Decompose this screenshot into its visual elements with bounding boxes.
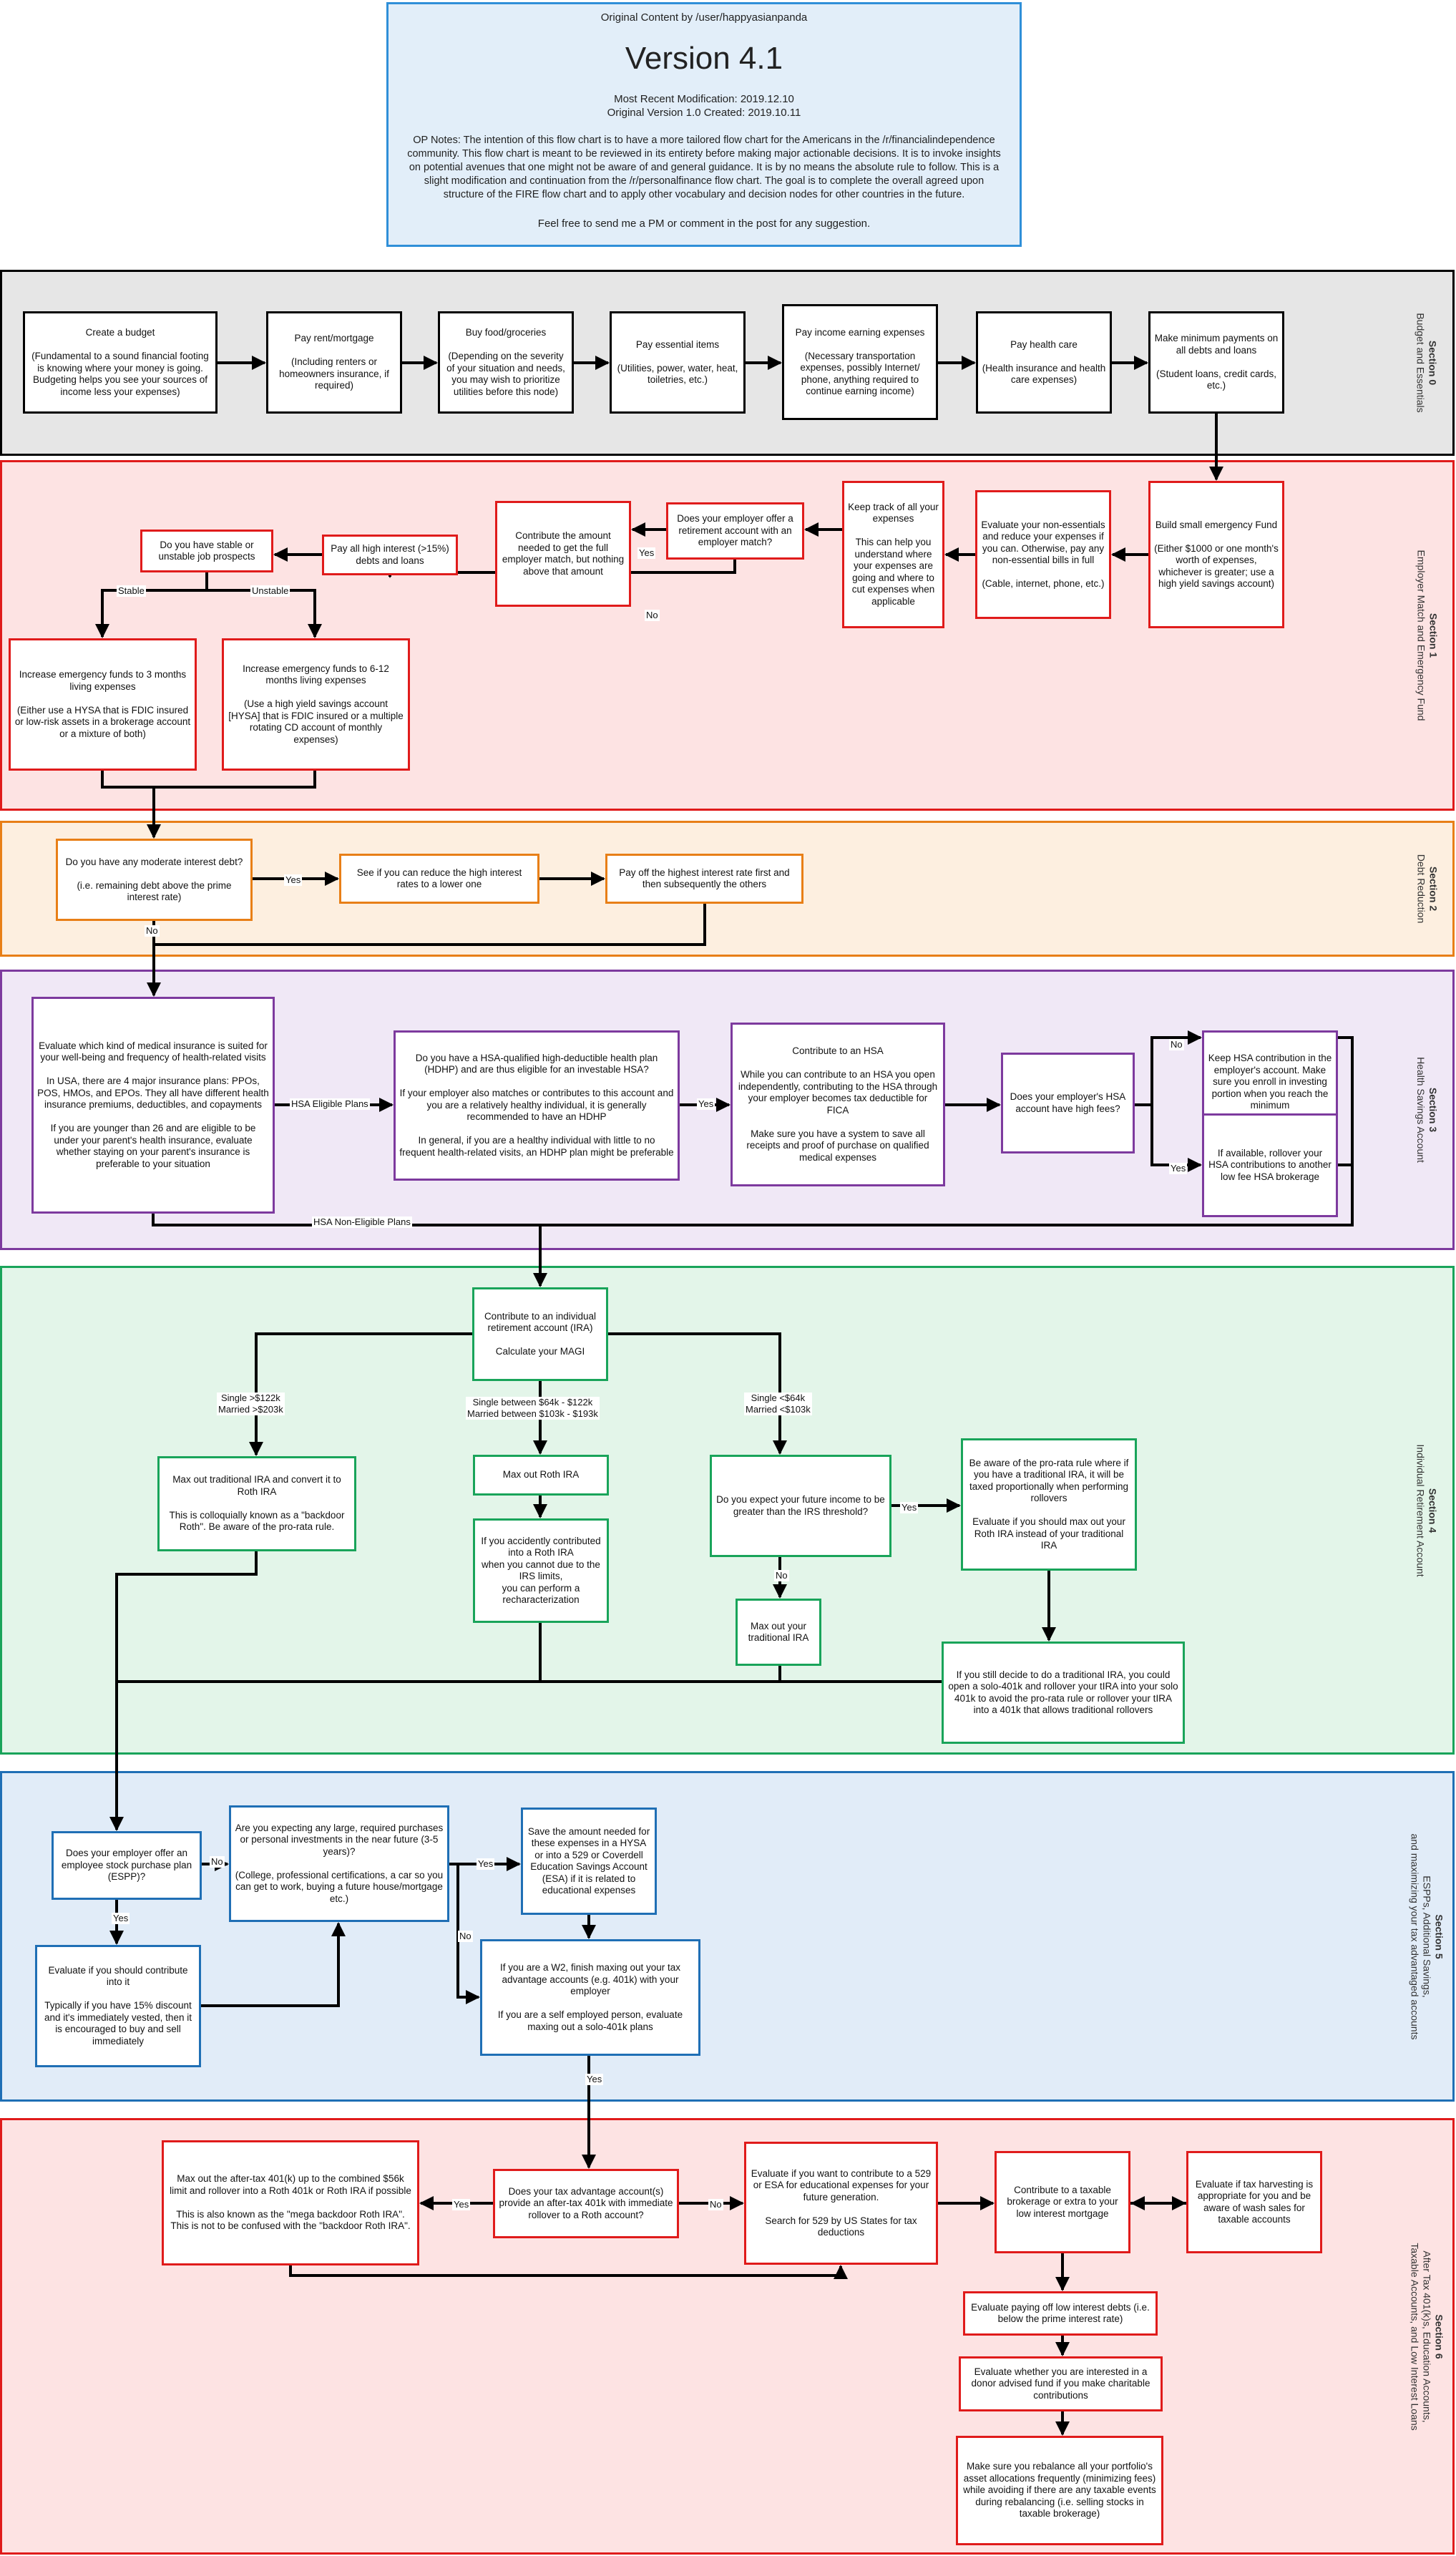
section-title: Section 4: [1427, 1488, 1439, 1533]
node-mega: Max out the after-tax 401(k) up to the c…: [162, 2140, 419, 2265]
node-ira: Contribute to an individual retirement a…: [472, 1287, 608, 1381]
node-low-interest: Evaluate paying off low interest debts (…: [963, 2291, 1158, 2336]
node-high-interest: Pay all high interest (>15%) debts and l…: [322, 535, 458, 575]
node-espp-eval: Evaluate if you should contribute into i…: [35, 1945, 201, 2067]
edge-label-no-espp: No: [210, 1856, 225, 1868]
node-harvest: Evaluate if tax harvesting is appropriat…: [1186, 2151, 1322, 2253]
node-after-tax: Does your tax advantage account(s) provi…: [493, 2169, 679, 2238]
section-subtitle: After Tax 401(k)s, Education Accounts,: [1421, 2250, 1433, 2423]
node-health: Pay health care (Health insurance and he…: [976, 311, 1112, 414]
section-title: Section 2: [1427, 866, 1440, 912]
node-small-ef: Build small emergency Fund (Either $1000…: [1148, 481, 1284, 628]
edge-label-unstable: Unstable: [250, 585, 290, 597]
edge-label-yes-employer: Yes: [637, 547, 656, 559]
node-medical-ins: Evaluate which kind of medical insurance…: [31, 997, 275, 1214]
edge-label-no-fees: No: [1169, 1039, 1184, 1050]
node-contribute-match: Contribute the amount needed to get the …: [495, 501, 631, 607]
modified-date: Most Recent Modification: 2019.12.10: [614, 93, 794, 105]
node-donor: Evaluate whether you are interested in a…: [959, 2356, 1163, 2411]
node-recharacterize: If you accidently contributed into a Rot…: [473, 1518, 609, 1623]
node-essential: Pay essential items (Utilities, power, w…: [610, 311, 746, 414]
node-reduce-rate: See if you can reduce the high interest …: [339, 854, 539, 904]
edge-label-yes-401k: Yes: [585, 2074, 604, 2085]
edge-label-no-moderate: No: [145, 925, 160, 937]
node-job-stable: Do you have stable or unstable job prosp…: [140, 530, 273, 572]
created-date: Original Version 1.0 Created: 2019.10.11: [607, 107, 801, 119]
node-espp: Does your employer offer an employee sto…: [52, 1831, 202, 1900]
section-title: Section 5: [1433, 1913, 1445, 1959]
node-track: Keep track of all your expenses This can…: [842, 481, 944, 628]
node-taxable: Contribute to a taxable brokerage or ext…: [995, 2151, 1130, 2253]
node-payoff-highest: Pay off the highest interest rate first …: [605, 854, 803, 904]
node-solo401k: If you still decide to do a traditional …: [942, 1642, 1185, 1744]
edge-label-hsa-eligible: HSA Eligible Plans: [290, 1098, 370, 1110]
node-max-401k: If you are a W2, finish maxing out your …: [480, 1939, 700, 2056]
edge-label-no-future: No: [774, 1570, 789, 1581]
node-backdoor: Max out traditional IRA and convert it t…: [157, 1456, 356, 1551]
node-future-income: Do you expect your future income to be g…: [710, 1455, 891, 1557]
node-moderate-debt: Do you have any moderate interest debt? …: [56, 839, 253, 921]
edge-label-yes-fees: Yes: [1169, 1163, 1188, 1174]
contact-note: Feel free to send me a PM or comment in …: [537, 218, 871, 230]
node-hdhp: Do you have a HSA-qualified high-deducti…: [394, 1030, 680, 1181]
edge-label-no-after: No: [708, 2199, 723, 2210]
section-subtitle: and maximizing your tax advantaged accou…: [1409, 1833, 1421, 2039]
section-subtitle: ESPPs, Additional Savings,: [1421, 1875, 1433, 1998]
section-title: Section 1: [1427, 613, 1440, 658]
section-title: Section 6: [1433, 2313, 1445, 2359]
node-edu-529: Evaluate if you want to contribute to a …: [744, 2142, 938, 2265]
edge-label-no-large: No: [458, 1931, 473, 1942]
section-subtitle: Debt Reduction: [1415, 854, 1427, 924]
section-title: Section 0: [1427, 340, 1440, 386]
edge-label-yes-espp: Yes: [112, 1913, 130, 1924]
node-max-roth: Max out Roth IRA: [473, 1455, 609, 1496]
edge-label-yes-hdhp: Yes: [697, 1098, 715, 1110]
credit-text: Original Content by /user/happyasianpand…: [600, 11, 808, 24]
node-rollover-hsa: If available, rollover your HSA contribu…: [1202, 1113, 1338, 1217]
edge-label-hsa-non-eligible: HSA Non-Eligible Plans: [312, 1216, 412, 1228]
node-max-trad: Max out your traditional IRA: [736, 1599, 821, 1666]
node-hsa-fees: Does your employer's HSA account have hi…: [1001, 1053, 1135, 1153]
section-subtitle: Individual Retirement Account: [1415, 1443, 1427, 1577]
edge-label-magi-high: Single >$122k Married >$203k: [217, 1392, 285, 1415]
edge-label-yes-after: Yes: [452, 2199, 471, 2210]
edge-label-yes-moderate: Yes: [284, 874, 303, 886]
edge-label-yes-future: Yes: [900, 1502, 919, 1513]
node-ef-3: Increase emergency funds to 3 months liv…: [9, 638, 197, 771]
node-ef-6: Increase emergency funds to 6-12 months …: [222, 638, 410, 771]
edge-label-stable: Stable: [117, 585, 146, 597]
edge-label-yes-large: Yes: [477, 1858, 495, 1870]
node-minpay: Make minimum payments on all debts and l…: [1148, 311, 1284, 414]
node-save-hysa: Save the amount needed for these expense…: [521, 1808, 657, 1915]
op-notes: OP Notes: The intention of this flow cha…: [407, 135, 1001, 200]
header-box: Original Content by /user/happyasianpand…: [386, 2, 1022, 247]
node-food: Buy food/groceries (Depending on the sev…: [438, 311, 574, 414]
version-title: Version 4.1: [625, 41, 783, 76]
section-subtitle: Taxable Accounts, and Low Interest Loans: [1409, 2242, 1421, 2431]
node-prorata: Be aware of the pro-rata rule where if y…: [961, 1438, 1137, 1571]
section-title: Section 3: [1427, 1087, 1439, 1133]
node-hsa: Contribute to an HSA While you can contr…: [731, 1023, 945, 1186]
section-subtitle: Budget and Essentials: [1415, 313, 1427, 413]
node-rebalance: Make sure you rebalance all your portfol…: [956, 2436, 1163, 2545]
edge-label-magi-low: Single <$64k Married <$103k: [744, 1392, 812, 1415]
edge-label-no-employer: No: [645, 610, 660, 621]
section-subtitle: Health Savings Account: [1415, 1057, 1427, 1163]
node-budget: Create a budget (Fundamental to a sound …: [23, 311, 218, 414]
edge-label-magi-mid: Single between $64k - $122k Married betw…: [466, 1397, 600, 1420]
node-rent: Pay rent/mortgage (Including renters or …: [266, 311, 402, 414]
section-subtitle: Employer Match and Emergency Fund: [1415, 550, 1427, 721]
node-income-exp: Pay income earning expenses (Necessary t…: [782, 304, 938, 420]
node-employer-match: Does your employer offer a retirement ac…: [666, 502, 804, 560]
node-large-purchase: Are you expecting any large, required pu…: [229, 1805, 449, 1922]
node-nonessential: Evaluate your non-essentials and reduce …: [975, 490, 1111, 619]
